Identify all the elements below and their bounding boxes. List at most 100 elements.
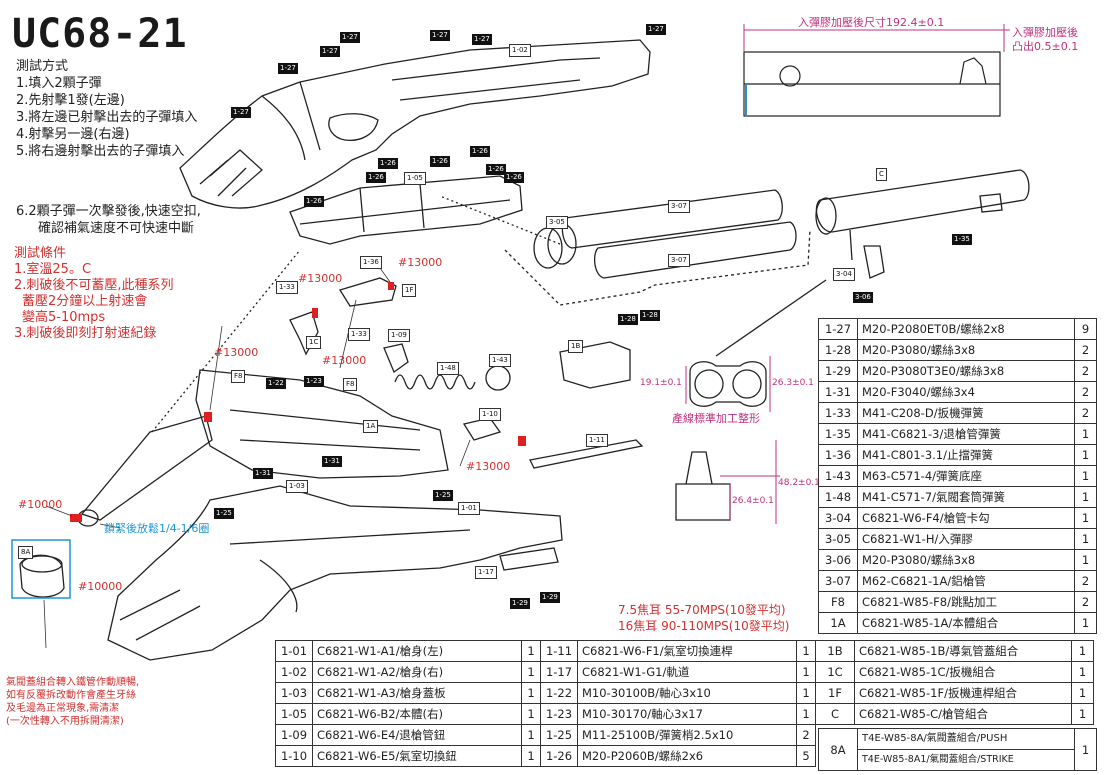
- part-code: 1-17: [540, 661, 578, 683]
- part-desc: C6821-W6-F4/槍管卡勾: [857, 507, 1075, 529]
- test-step: 5.將右邊射擊出去的子彈填入: [16, 144, 185, 159]
- part-desc: C6821-W6-F1/氣室切換連桿: [577, 640, 797, 662]
- part-callout: 1-02: [509, 44, 531, 57]
- part-desc: C6821-W1-A1/槍身(左): [312, 640, 522, 662]
- grease-note: #10000: [18, 498, 63, 511]
- test-step: 4.射擊另一邊(右邊): [16, 127, 130, 142]
- part-desc: M41-C801-3.1/止擋彈簧: [857, 444, 1075, 466]
- part-qty: 1: [796, 661, 816, 683]
- part-code: 1-02: [275, 661, 313, 683]
- part-callout: 1-05: [404, 172, 426, 185]
- dimension-label: 48.2±0.1: [778, 478, 820, 488]
- part-code: 3-07: [818, 570, 858, 592]
- part-callout: 1-31: [253, 468, 273, 479]
- part-qty: 2: [1074, 591, 1097, 613]
- part-code: 1-25: [540, 724, 578, 746]
- part-callout: 1-11: [586, 434, 608, 447]
- test-note-line: 6.2顆子彈一次擊發後,快速空扣,: [16, 204, 201, 219]
- part-callout: 3-04: [833, 268, 855, 281]
- rubber-size-note: 入彈膠加壓後尺寸192.4±0.1: [798, 16, 945, 29]
- part-desc: M10-30100B/軸心3x10: [577, 682, 797, 704]
- part-desc: M20-P3080T3E0/螺絲3x8: [857, 360, 1075, 382]
- twin-barrel-section: [689, 361, 767, 407]
- speed-spec: 7.5焦耳 55-70MPS(10發平均): [618, 603, 786, 617]
- part-desc: M63-C571-4/彈簧底座: [857, 465, 1075, 487]
- valve-cap-frame: [11, 539, 71, 599]
- part-code: 1-36: [818, 444, 858, 466]
- part-desc: M41-C6821-3/退槍管彈簧: [857, 423, 1075, 445]
- test-conditions-block: 測試條件 1.室溫25。C 2.刺破後不可蓄壓,此種系列 蓄壓2分鐘以上射速會 …: [14, 246, 174, 342]
- part-callout: 3-06: [853, 292, 873, 303]
- part-desc: C6821-W1-H/入彈膠: [857, 528, 1075, 550]
- test-method-block: 測試方式 1.填入2顆子彈 2.先射擊1發(左邊) 3.將左邊已射擊出去的子彈填…: [16, 58, 197, 160]
- part-qty: 2: [1074, 381, 1097, 403]
- part-qty: 1: [796, 640, 816, 662]
- part-callout: 1-25: [433, 490, 453, 501]
- barrel-upper: [561, 189, 783, 249]
- part-code: 1-28: [818, 339, 858, 361]
- part-code: 1-33: [818, 402, 858, 424]
- part-code: 1-05: [275, 703, 313, 725]
- grease-note: #13000: [298, 272, 343, 285]
- part-callout: 1-26: [378, 158, 398, 169]
- table-row: T4E-W85-8A1/氣閥蓋組合/STRIKE: [819, 749, 1097, 771]
- part-callout: F8: [231, 370, 246, 383]
- part-code: 1-23: [540, 703, 578, 725]
- test-note-line: 確認補氣速度不可快速中斷: [38, 221, 195, 236]
- part-code: 1-09: [275, 724, 313, 746]
- part-callout: 1C: [306, 336, 322, 349]
- part-code: 1C: [815, 661, 855, 683]
- part-code: 1-01: [275, 640, 313, 662]
- valve-cap-note-line: 及毛邊為正常現象,需清潔: [6, 703, 120, 714]
- part-qty: 1: [1071, 640, 1094, 662]
- part-qty: 5: [796, 745, 816, 767]
- part-qty: 2: [1074, 570, 1097, 592]
- part-desc: M20-P2060B/螺絲2x6: [577, 745, 797, 767]
- part-callout: 1A: [363, 420, 379, 433]
- test-step: 3.將左邊已射擊出去的子彈填入: [16, 110, 198, 125]
- parts-table-8a: 8A T4E-W85-8A/氣閥蓋組合/PUSH 1 T4E-W85-8A1/氣…: [818, 728, 1097, 771]
- part-qty: 1: [1074, 728, 1097, 771]
- condition-line: 變高5-10mps: [22, 310, 106, 325]
- dimension-label: 26.4±0.1: [732, 496, 774, 506]
- part-callout: 1-36: [360, 256, 382, 269]
- part-code: 3-06: [818, 549, 858, 571]
- part-desc: M20-F3040/螺絲3x4: [857, 381, 1075, 403]
- valve-cap-note-line: (一次性轉入不用拆開清潔): [6, 716, 124, 727]
- part-code: 8A: [818, 728, 858, 771]
- part-qty: 1: [1074, 549, 1097, 571]
- trigger-link: [338, 277, 397, 307]
- part-desc: M20-P3080/螺絲3x8: [857, 549, 1075, 571]
- part-code: 1-26: [540, 745, 578, 767]
- part-desc: C6821-W1-A3/槍身蓋板: [312, 682, 522, 704]
- part-callout: 1-23: [304, 376, 324, 387]
- part-qty: 1: [521, 703, 541, 725]
- part-qty: 1: [521, 682, 541, 704]
- part-qty: 9: [1074, 318, 1097, 340]
- condition-line: 3.刺破後即刻打射速紀錄: [14, 326, 157, 341]
- valve-cap-note-line: 如有反覆拆改動作會產生牙絲: [6, 690, 136, 701]
- body-left-half: [107, 485, 563, 661]
- part-desc: C6821-W6-E5/氣室切換鈕: [312, 745, 522, 767]
- part-callout: 1-35: [952, 234, 972, 245]
- part-desc: M41-C208-D/扳機彈簧: [857, 402, 1075, 424]
- barrel-lower: [593, 221, 797, 279]
- part-callout: 1-26: [470, 146, 490, 157]
- part-qty: 1: [1074, 528, 1097, 550]
- part-callout: 1-29: [540, 592, 560, 603]
- condition-line: 2.刺破後不可蓄壓,此種系列: [14, 278, 174, 293]
- rubber-dimension-box: [743, 51, 1001, 117]
- valve-cap: [19, 554, 65, 598]
- part-code: 1-35: [818, 423, 858, 445]
- part-desc: C6821-W85-1B/導氣管蓋組合: [854, 640, 1072, 662]
